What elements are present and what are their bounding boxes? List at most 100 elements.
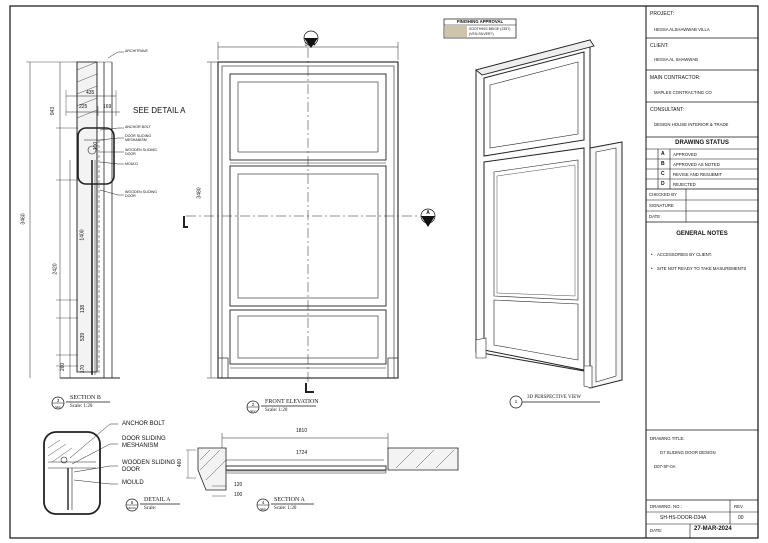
note-bullet-1: • [651,252,653,257]
dim-100: 100 [93,141,100,151]
status-code-c: C [661,171,665,177]
finish-color-swatch [445,26,467,37]
dim-1400: 1400 [79,229,86,241]
date-small-label: DATE [649,214,661,219]
dim-169: 169 [103,104,112,110]
detail-a-caption-marker [125,498,180,512]
rev-label: REV. [734,504,744,509]
checked-by-label: CHECKED BY [649,192,677,197]
section-b-caption-num: 3 [56,398,60,403]
status-label-b: APPROVED AS NOTED [673,162,720,167]
drawing-status-title: DRAWING STATUS [675,140,729,146]
client-label: CLIENT: [650,43,669,49]
section-b-caption-title: SECTION B [70,395,101,401]
perspective-caption-marker [509,395,600,409]
drawing-no-value: SH-HS-DOOR-D34A [660,515,707,521]
sheet-border [9,5,759,539]
note-1: ACCESSORIES BY CLIENT. [657,252,713,257]
perspective-drawing [475,39,623,389]
dim-943: 943 [50,106,57,116]
dim-260: 260 [60,362,67,372]
date-label: DATE: [650,528,663,533]
section-a-caption-marker [256,498,314,512]
date-value: 27-MAR-2024 [694,526,732,532]
consultant-value: DESIGN HOUSE INTERIOR & TRADE [654,122,729,127]
dim-435: 435 [86,90,95,96]
rev-value: 00 [738,515,744,521]
label-door-sliding: DOOR SLIDING MESHANISM [125,134,152,142]
contractor-label: MAIN CONTRACTOR: [650,75,701,81]
status-label-a: APPROVED [673,152,697,157]
dim-539: 539 [80,332,87,342]
dim-460: 460 [177,458,184,468]
drawing-code: D07-SF-0A [654,464,676,469]
dim-1810: 1810 [296,428,308,434]
finishing-approval-line1: SOOTHING BEIGE (2357) [469,27,511,31]
note-bullet-2: • [651,266,653,271]
detail-label-wooden-sliding: WOODEN SLIDING DOOR [122,460,176,473]
status-code-d: D [661,181,665,187]
section-b-caption-sub: SEC [55,405,61,409]
finishing-approval-title: FINISHING APPROVAL [456,19,504,24]
section-b-caption-scale: Scale: 1:20 [70,404,93,409]
finishing-approval-line2: (VEN.SILVER?) [469,32,494,36]
client-value: HESSA AL SHAWWAB [654,57,698,62]
detail-a-drawing [43,423,118,515]
see-detail-a: SEE DETAIL A [133,106,186,115]
general-notes-title: GENERAL NOTES [676,231,728,237]
project-label: PROJECT: [650,11,675,17]
dim-1724: 1724 [296,450,308,456]
label-wooden-sliding: WOODEN SLIDING DOOR [125,148,157,156]
section-a-caption-num: 4 [261,500,265,505]
front-elevation-caption-sub: ELV [250,409,256,413]
note-2: SITE NOT READY TO TAKE MASUREMENTS [657,266,747,271]
dim-3480: 3480 [196,187,203,199]
front-elevation-caption-marker [246,400,316,414]
detail-label-door-sliding: DOOR SLIDING MESHANISM [122,436,166,449]
section-marker-b-letter: B [309,33,313,39]
section-b-drawing [26,51,124,379]
label-architrave: ARCHITRAVE [125,49,148,53]
section-marker-a-letter: A [426,210,430,216]
dim-138: 138 [80,304,87,314]
section-marker-a [420,208,436,227]
drawing-title-value: D7 SLIDING DOOR DESIGN [660,450,716,455]
dim-225: 225 [79,104,88,110]
status-label-d: REJECTED [673,182,696,187]
section-a-caption-title: SECTION A [274,497,305,503]
front-elevation-drawing [183,42,420,393]
label-mould: MOULD [125,162,138,166]
dim-120: 120 [234,482,243,488]
signature-label: SIGNATURE [649,203,674,208]
label-wooden-sliding-2: WOODEN SLIDING DOOR [125,190,157,198]
drawing-title-label: DRAWING TITLE: [650,436,685,441]
section-a-drawing [186,433,459,497]
status-label-c: REVISE AND RESUBMIT [673,172,723,177]
front-elevation-caption-scale: Scale: 1:20 [265,408,288,413]
consultant-label: CONSULTANT: [650,107,684,113]
section-marker-b [303,30,319,48]
dim-3460: 3460 [20,213,27,225]
detail-a-caption-sub: DETAIL [127,507,137,510]
front-elevation-caption-title: FRONT ELEVATION [265,399,319,405]
project-value: HESSA ALSHAWWAB VILLA [654,27,710,32]
detail-a-caption-title: DETAIL A [144,497,171,503]
section-b-caption-marker [51,396,110,410]
dim-170: 170 [80,364,87,374]
detail-label-anchor-bolt: ANCHOR BOLT [122,421,165,427]
section-a-caption-scale: Scale: 1:20 [274,506,297,511]
perspective-caption-num: 1 [514,399,518,404]
contractor-value: MAPLES CONTRACTING CO [654,90,712,95]
dim-1954: 1954 [304,42,316,48]
detail-a-caption-num: 5 [130,500,134,505]
detail-label-mould: MOULD [122,480,144,486]
perspective-caption-title: 3D PERSPECTIVE VIEW [527,395,582,400]
status-code-a: A [661,151,665,157]
status-code-b: B [661,161,665,167]
dim-2420: 2420 [52,263,59,275]
drawing-no-label: DRAWING. NO.: [650,504,682,509]
detail-a-caption-scale: Scale: [144,506,157,511]
finishing-approval-box [443,18,517,39]
label-anchor-bolt: ANCHOR BOLT [125,125,151,129]
